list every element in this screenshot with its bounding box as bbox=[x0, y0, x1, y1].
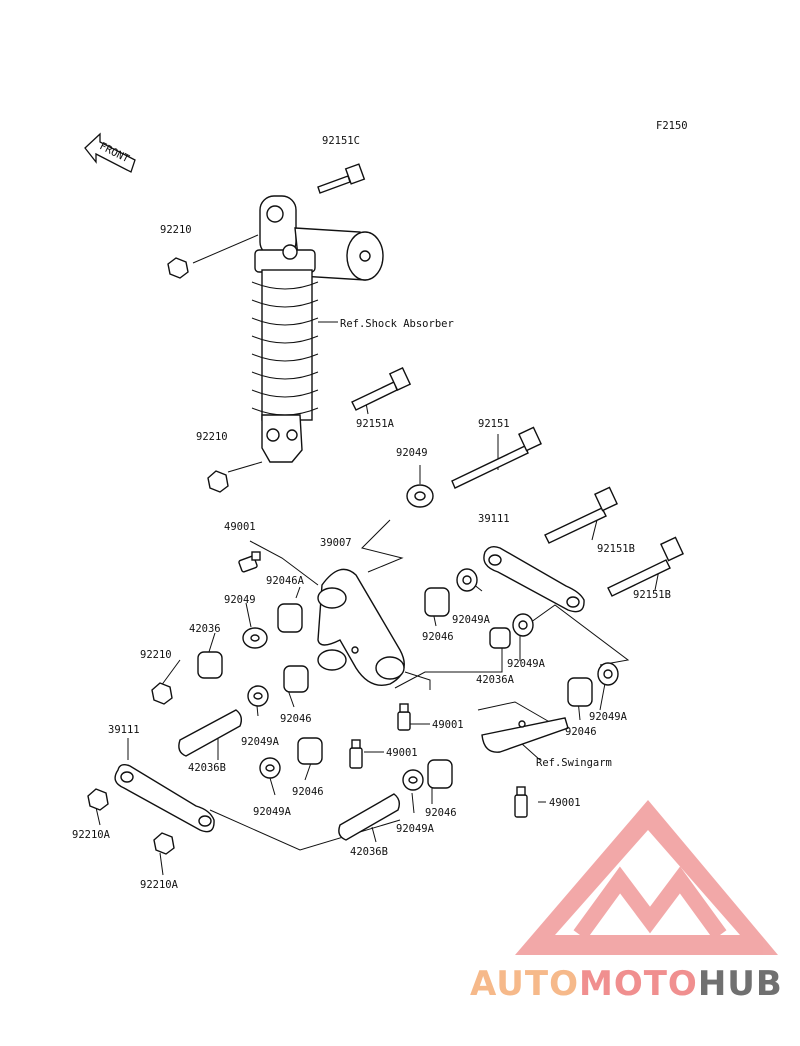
label-92046-e: 92046 bbox=[425, 807, 457, 819]
tie-rod-right-icon bbox=[483, 545, 585, 613]
collar-42036A-icon bbox=[489, 627, 511, 649]
label-92049A-a: 92049A bbox=[452, 614, 491, 626]
label-92046-c: 92046 bbox=[565, 726, 597, 738]
nut-92210A-b-icon bbox=[153, 832, 175, 855]
label-42036: 42036 bbox=[189, 623, 221, 635]
label-92151C: 92151C bbox=[322, 135, 360, 147]
label-49001-top: 49001 bbox=[224, 521, 256, 533]
label-92151A: 92151A bbox=[356, 418, 395, 430]
watermark-hub: HUB bbox=[698, 964, 783, 1004]
bearing-92046-d-icon bbox=[297, 737, 323, 765]
nut-92210-mid-icon bbox=[207, 470, 229, 493]
bearing-92046-e-icon bbox=[427, 759, 453, 789]
label-92210-left: 92210 bbox=[140, 649, 172, 661]
label-49001-right: 49001 bbox=[549, 797, 581, 809]
bolt-92151C-icon bbox=[317, 163, 366, 194]
bolt-92151A-icon bbox=[351, 366, 412, 411]
watermark-moto: MOTO bbox=[579, 964, 698, 1004]
label-92049A-b: 92049A bbox=[507, 658, 546, 670]
rocker-arm-icon bbox=[317, 568, 405, 686]
label-92046-d: 92046 bbox=[292, 786, 324, 798]
label-92049-left: 92049 bbox=[224, 594, 256, 606]
swingarm-ref-icon bbox=[481, 717, 569, 753]
shock-absorber bbox=[251, 195, 384, 463]
bolt-92151-icon bbox=[451, 426, 542, 489]
label-49001-mid: 49001 bbox=[432, 719, 464, 731]
label-42036A: 42036A bbox=[476, 674, 515, 686]
bearing-92046-b-icon bbox=[283, 665, 309, 693]
watermark-text: AUTOMOTOHUB bbox=[470, 964, 783, 1004]
nut-92210-top-icon bbox=[167, 257, 189, 279]
grease-nipple-low-icon bbox=[349, 739, 363, 769]
bearing-92046A-icon bbox=[277, 603, 303, 633]
grease-nipple-mid-icon bbox=[397, 703, 411, 731]
bearing-92046-a-icon bbox=[424, 587, 450, 617]
ref-swingarm: Ref.Swingarm bbox=[536, 757, 612, 769]
ref-shock-absorber: Ref.Shock Absorber bbox=[340, 318, 454, 330]
label-92049A-f: 92049A bbox=[396, 823, 435, 835]
watermark-auto: AUTO bbox=[470, 964, 579, 1004]
grease-nipple-top-icon bbox=[238, 551, 261, 573]
label-92151: 92151 bbox=[478, 418, 510, 430]
label-92046-b: 92046 bbox=[280, 713, 312, 725]
label-39007: 39007 bbox=[320, 537, 352, 549]
bearing-92046-c-icon bbox=[567, 677, 593, 707]
label-92151B-2: 92151B bbox=[633, 589, 671, 601]
label-92049-top: 92049 bbox=[396, 447, 428, 459]
label-92151B-1: 92151B bbox=[597, 543, 635, 555]
label-92046-a: 92046 bbox=[422, 631, 454, 643]
label-42036B-b: 42036B bbox=[350, 846, 388, 858]
grease-nipple-right-icon bbox=[514, 786, 528, 818]
nut-92210A-a-icon bbox=[87, 788, 109, 811]
label-92210-mid: 92210 bbox=[196, 431, 228, 443]
label-39111-left: 39111 bbox=[108, 724, 140, 736]
collar-42036-icon bbox=[197, 651, 223, 679]
bolt-92151B-2-icon bbox=[607, 536, 684, 597]
label-92046A: 92046A bbox=[266, 575, 305, 587]
label-92210A-b: 92210A bbox=[140, 879, 179, 891]
label-42036B-a: 42036B bbox=[188, 762, 226, 774]
tie-rod-left-icon bbox=[114, 763, 215, 833]
bolt-92151B-1-icon bbox=[544, 486, 618, 544]
label-92049A-c: 92049A bbox=[589, 711, 628, 723]
watermark-logo bbox=[515, 800, 778, 955]
label-92210A-a: 92210A bbox=[72, 829, 111, 841]
label-92049A-d: 92049A bbox=[241, 736, 280, 748]
nut-92210-left-icon bbox=[151, 682, 173, 705]
front-arrow-icon: FRONT bbox=[84, 132, 136, 173]
label-92210-top: 92210 bbox=[160, 224, 192, 236]
diagram-code: F2150 bbox=[656, 120, 688, 132]
leader-lines bbox=[94, 234, 661, 876]
label-49001-low: 49001 bbox=[386, 747, 418, 759]
collar-42036B-b-icon bbox=[338, 793, 401, 841]
label-92049A-e: 92049A bbox=[253, 806, 292, 818]
collar-42036B-a-icon bbox=[178, 709, 243, 757]
label-39111-right: 39111 bbox=[478, 513, 510, 525]
